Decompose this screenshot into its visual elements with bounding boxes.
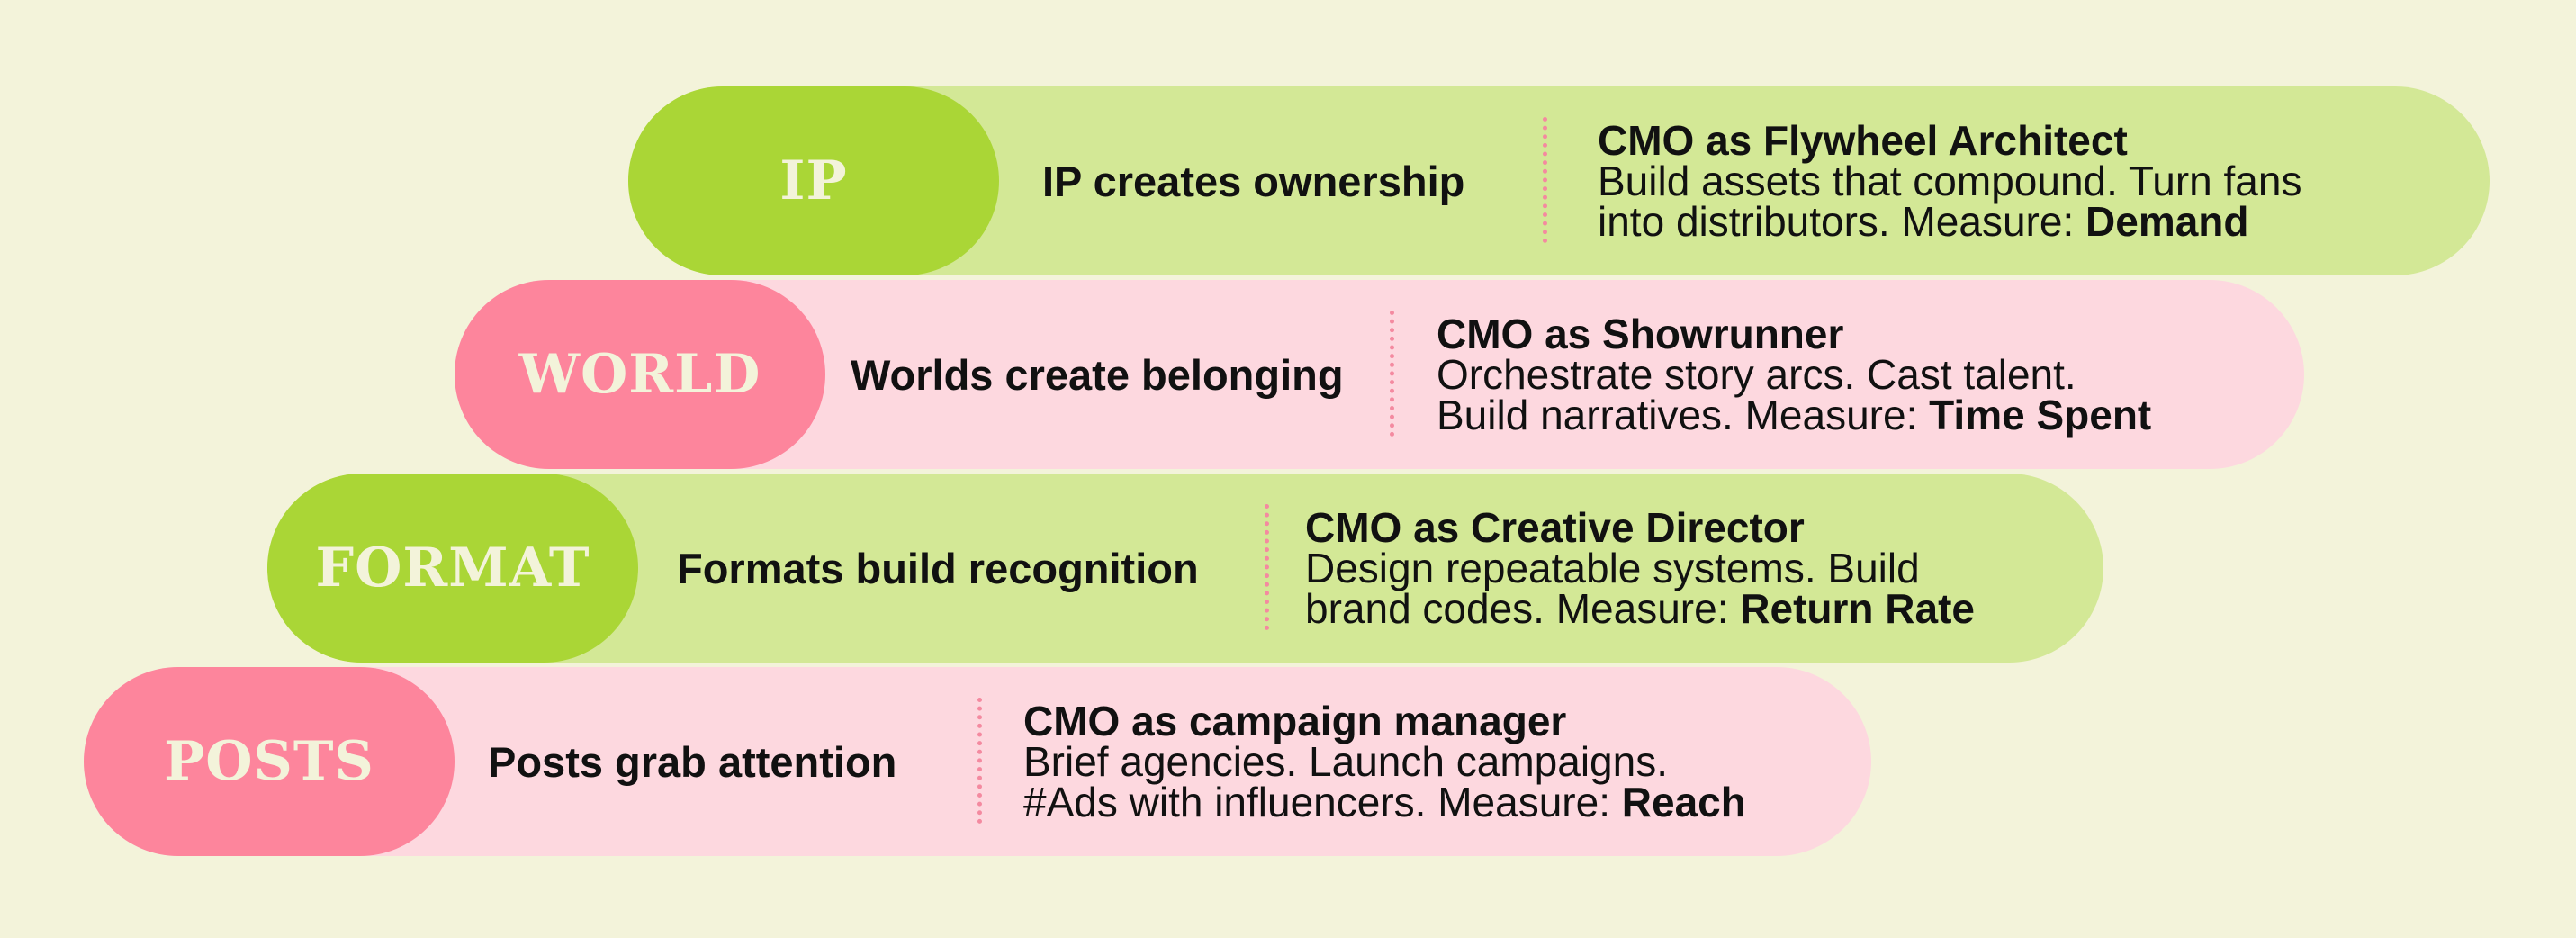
layer-ip-description: CMO as Flywheel Architect Build assets t… [1598, 86, 2301, 275]
layer-world-line1: Orchestrate story arcs. Cast talent. [1437, 350, 2076, 398]
layer-ip-role: CMO as Flywheel Architect [1598, 116, 2128, 164]
layer-world-pill: WORLD [455, 280, 825, 469]
layer-ip-measure-prefix: into distributors. Measure: [1598, 197, 2086, 245]
layer-format-line2: brand codes. Measure: Return Rate [1305, 588, 1975, 629]
layer-posts-role: CMO as campaign manager [1023, 697, 1567, 744]
layer-format: FORMAT Formats build recognition CMO as … [267, 474, 2103, 663]
layer-world-role: CMO as Showrunner [1437, 310, 1844, 357]
layer-format-line1: Design repeatable systems. Build [1305, 544, 1920, 591]
layer-ip: IP IP creates ownership CMO as Flywheel … [628, 86, 2490, 275]
layer-world-measure: Time Spent [1929, 391, 2152, 438]
layer-format-measure-prefix: brand codes. Measure: [1305, 584, 1741, 632]
layer-posts-measure-prefix: #Ads with influencers. Measure: [1023, 778, 1622, 825]
layer-world-line2: Build narratives. Measure: Time Spent [1437, 391, 2152, 438]
layer-format-measure: Return Rate [1740, 584, 1975, 632]
layer-world-description: CMO as Showrunner Orchestrate story arcs… [1437, 280, 2151, 469]
layer-posts-measure: Reach [1621, 778, 1746, 825]
layer-ip-pill: IP [628, 86, 999, 275]
layer-format-description: CMO as Creative Director Design repeatab… [1305, 474, 1975, 663]
layer-world-measure-prefix: Build narratives. Measure: [1437, 391, 1930, 438]
layer-world-divider [1390, 311, 1394, 437]
layer-posts-line1: Brief agencies. Launch campaigns. [1023, 737, 1668, 785]
layer-format-role: CMO as Creative Director [1305, 503, 1805, 551]
layer-posts-tagline: Posts grab attention [488, 737, 897, 786]
layer-format-divider [1265, 504, 1269, 630]
layer-posts-line2: #Ads with influencers. Measure: Reach [1023, 778, 1746, 825]
layer-posts-pill: POSTS [84, 667, 455, 856]
layer-ip-measure: Demand [2085, 197, 2249, 245]
layer-ip-line1: Build assets that compound. Turn fans [1598, 157, 2302, 204]
layer-world: WORLD Worlds create belonging CMO as Sho… [455, 280, 2304, 469]
layer-format-tagline: Formats build recognition [677, 544, 1199, 592]
layer-ip-tagline: IP creates ownership [1042, 157, 1465, 205]
layer-posts-divider [977, 698, 982, 824]
layer-world-tagline: Worlds create belonging [851, 350, 1344, 399]
layer-ip-divider [1543, 117, 1547, 243]
layer-posts: POSTS Posts grab attention CMO as campai… [84, 667, 1871, 856]
layer-posts-description: CMO as campaign manager Brief agencies. … [1023, 667, 1746, 856]
layer-ip-line2: into distributors. Measure: Demand [1598, 201, 2301, 242]
layer-format-pill: FORMAT [267, 474, 638, 663]
